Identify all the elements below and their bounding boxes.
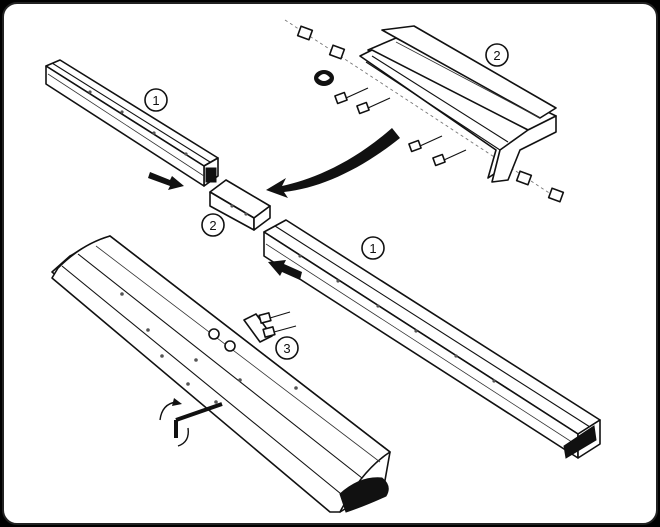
callout-number: 1 (152, 93, 159, 108)
callout-number: 3 (283, 341, 290, 356)
connector-center (209, 179, 271, 231)
direction-arrow-1 (148, 172, 184, 190)
hex-key-icon (159, 398, 223, 447)
threadlock-icon (314, 70, 334, 86)
callout-number: 2 (493, 48, 500, 63)
callout-1: 1 (144, 88, 168, 112)
callout-circle (361, 236, 385, 260)
callout-2: 2 (485, 43, 509, 67)
connector-exploded-view (284, 19, 565, 203)
callout-number: 1 (369, 241, 376, 256)
rail-bottom-left (51, 235, 391, 513)
callout-circle (485, 43, 509, 67)
callout-4: 1 (361, 236, 385, 260)
direction-arrow-2 (268, 260, 302, 280)
rail-middle-right (263, 219, 601, 459)
callout-circle (144, 88, 168, 112)
callout-3: 2 (201, 213, 225, 237)
assembly-curved-arrow (266, 128, 400, 198)
callout-circle (201, 213, 225, 237)
fastener-set (208, 311, 297, 352)
callout-circle (275, 336, 299, 360)
callout-5: 3 (275, 336, 299, 360)
callout-labels: 1 2 2 1 3 (144, 43, 509, 360)
callout-number: 2 (209, 218, 216, 233)
rail-top-left (45, 59, 219, 187)
